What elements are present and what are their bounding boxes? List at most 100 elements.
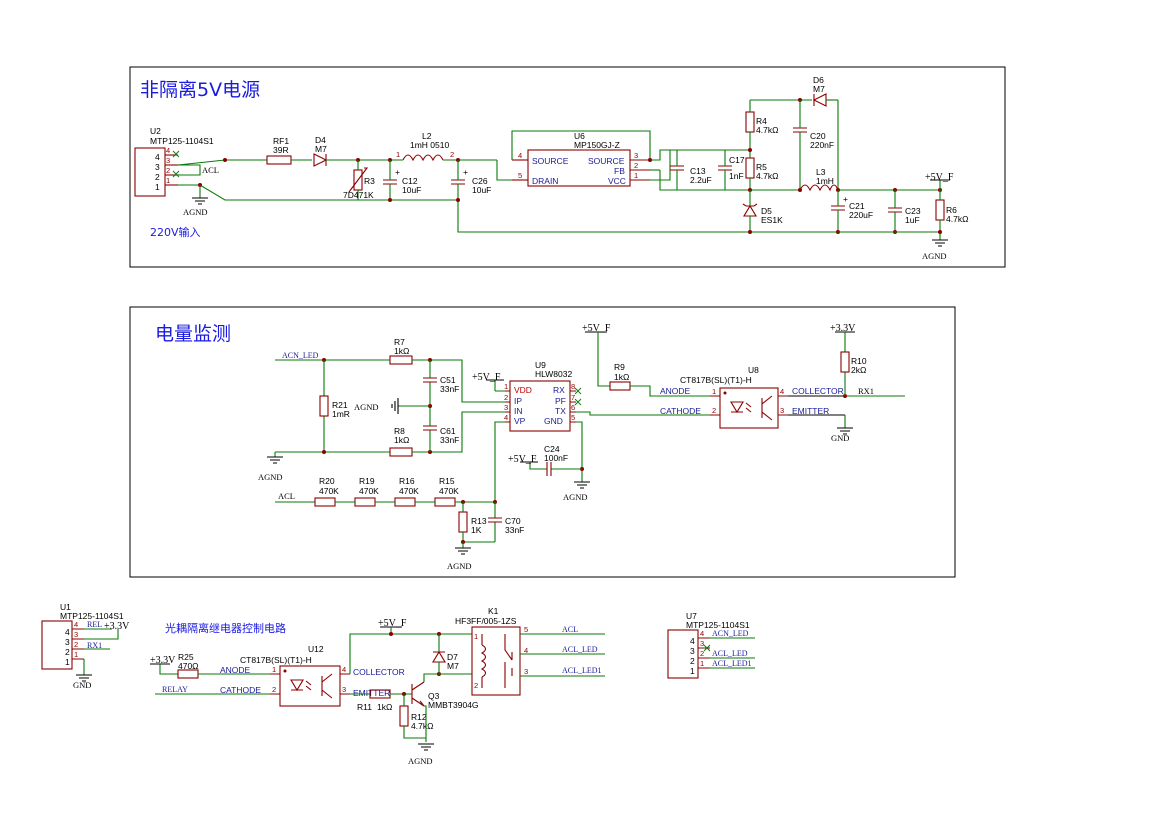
q3-ref: Q3 xyxy=(428,691,440,701)
u6-pin-source-r: SOURCE xyxy=(588,156,625,166)
r7-value: 1kΩ xyxy=(394,346,409,356)
c24-ref: C24 xyxy=(544,444,560,454)
u2-ref: U2 xyxy=(150,126,161,136)
svg-text:1: 1 xyxy=(700,659,704,668)
svg-text:4: 4 xyxy=(518,151,522,160)
svg-text:2: 2 xyxy=(712,406,716,415)
net-label-acl-led-relay: ACL_LED xyxy=(562,645,598,654)
svg-text:3: 3 xyxy=(690,646,695,656)
c13-value: 2.2uF xyxy=(690,175,712,185)
r8-value: 1kΩ xyxy=(394,435,409,445)
l2-value: 1mH 0510 xyxy=(410,140,449,150)
meter-section: 电量监测 ACN_LED R21 1mR AGND R7 1kΩ R8 1kΩ … xyxy=(129,306,956,578)
agnd-label-u9: AGND xyxy=(563,492,588,502)
agnd-label-divider: AGND xyxy=(447,561,472,571)
power-section-title: 非隔离5V电源 xyxy=(140,79,260,101)
r3-value: 7D471K xyxy=(343,190,374,200)
c26-ref: C26 xyxy=(472,176,488,186)
gnd-label-u8: GND xyxy=(831,433,849,443)
meter-section-frame xyxy=(129,306,956,578)
u9-pin-in: IN xyxy=(514,406,523,416)
svg-text:3: 3 xyxy=(780,406,784,415)
u9-pin-rx: RX xyxy=(553,385,565,395)
c23-value: 1uF xyxy=(905,215,920,225)
v5f-label-r9: +5V_F xyxy=(582,323,611,334)
rf1-value: 39R xyxy=(273,145,289,155)
svg-text:4: 4 xyxy=(74,620,78,629)
u6-pin-fb: FB xyxy=(614,166,625,176)
r9-ref: R9 xyxy=(614,362,625,372)
svg-text:2: 2 xyxy=(272,685,276,694)
u9-pin-vdd: VDD xyxy=(514,385,532,395)
u6-value: MP150GJ-Z xyxy=(574,140,620,150)
r8-ref: R8 xyxy=(394,426,405,436)
net-label-acn-led-u7: ACN_LED xyxy=(712,629,749,638)
r19-value: 470K xyxy=(359,486,379,496)
power-section-note: 220V输入 xyxy=(150,225,201,239)
svg-text:1: 1 xyxy=(74,650,78,659)
c12-value: 10uF xyxy=(402,185,421,195)
r12-value: 4.7kΩ xyxy=(411,721,433,731)
relay-section: 光耦隔离继电器控制电路 U1 MTP125-1104S1 43 21 43 21… xyxy=(41,602,755,766)
v5f-label-c24: +5V_F xyxy=(508,454,537,465)
u8-cathode-label: CATHODE xyxy=(660,406,701,416)
c23-ref: C23 xyxy=(905,206,921,216)
r11-value: 1kΩ xyxy=(377,702,392,712)
r6-value: 4.7kΩ xyxy=(946,214,968,224)
r7-ref: R7 xyxy=(394,337,405,347)
l3-ref: L3 xyxy=(816,167,826,177)
d7-value: M7 xyxy=(447,661,459,671)
r25-ref: R25 xyxy=(178,652,194,662)
c21-value: 220uF xyxy=(849,210,873,220)
d4-value: M7 xyxy=(315,144,327,154)
r12-ref: R12 xyxy=(411,712,427,722)
svg-text:1: 1 xyxy=(634,171,638,180)
r4-value: 4.7kΩ xyxy=(756,125,778,135)
c24-value: 100nF xyxy=(544,453,568,463)
svg-text:4: 4 xyxy=(504,413,508,422)
net-label-acn-led: ACN_LED xyxy=(282,351,319,360)
meter-section-title: 电量监测 xyxy=(155,323,231,345)
u9-ref: U9 xyxy=(535,360,546,370)
r15-ref: R15 xyxy=(439,476,455,486)
svg-text:2: 2 xyxy=(166,166,170,175)
svg-text:1: 1 xyxy=(65,657,70,667)
r10-value: 2kΩ xyxy=(851,365,866,375)
d6-ref: D6 xyxy=(813,75,824,85)
svg-text:1: 1 xyxy=(474,632,478,641)
u1-ref: U1 xyxy=(60,602,71,612)
c70-value: 33nF xyxy=(505,525,524,535)
c70-ref: C70 xyxy=(505,516,521,526)
svg-text:4: 4 xyxy=(700,629,704,638)
l3-value: 1mH xyxy=(816,176,834,186)
v5f-label-u9: +5V_F xyxy=(472,372,501,383)
r9-value: 1kΩ xyxy=(614,372,629,382)
svg-text:5: 5 xyxy=(571,413,575,422)
connector-u2: U2 MTP125-1104S1 43 21 43 21 xyxy=(134,126,214,197)
r15-value: 470K xyxy=(439,486,459,496)
agnd-label-u2: AGND xyxy=(183,207,208,217)
c20-value: 220nF xyxy=(810,140,834,150)
svg-text:5: 5 xyxy=(524,625,528,634)
svg-text:5: 5 xyxy=(518,171,522,180)
r11-ref: R11 xyxy=(357,702,372,712)
v33-label-r10: +3.3V xyxy=(830,323,856,334)
c51-value: 33nF xyxy=(440,384,459,394)
svg-text:4: 4 xyxy=(780,387,784,396)
agnd-label-meter-left: AGND xyxy=(258,472,283,482)
u6-ref: U6 xyxy=(574,131,585,141)
u9-pin-vp: VP xyxy=(514,416,526,426)
svg-text:3: 3 xyxy=(342,685,346,694)
u2-value: MTP125-1104S1 xyxy=(150,136,214,146)
svg-text:+: + xyxy=(843,194,848,204)
r20-value: 470K xyxy=(319,486,339,496)
k1-ref: K1 xyxy=(488,606,499,616)
net-label-acl-led1-u7: ACL_LED1 xyxy=(712,659,752,668)
v5f-label-relay: +5V_F xyxy=(378,618,407,629)
c12-ref: C12 xyxy=(402,176,418,186)
svg-text:+: + xyxy=(395,167,400,177)
c13-ref: C13 xyxy=(690,166,706,176)
u9-pin-gnd: GND xyxy=(544,416,563,426)
u8-collector-label: COLLECTOR xyxy=(792,386,844,396)
svg-text:1: 1 xyxy=(504,382,508,391)
